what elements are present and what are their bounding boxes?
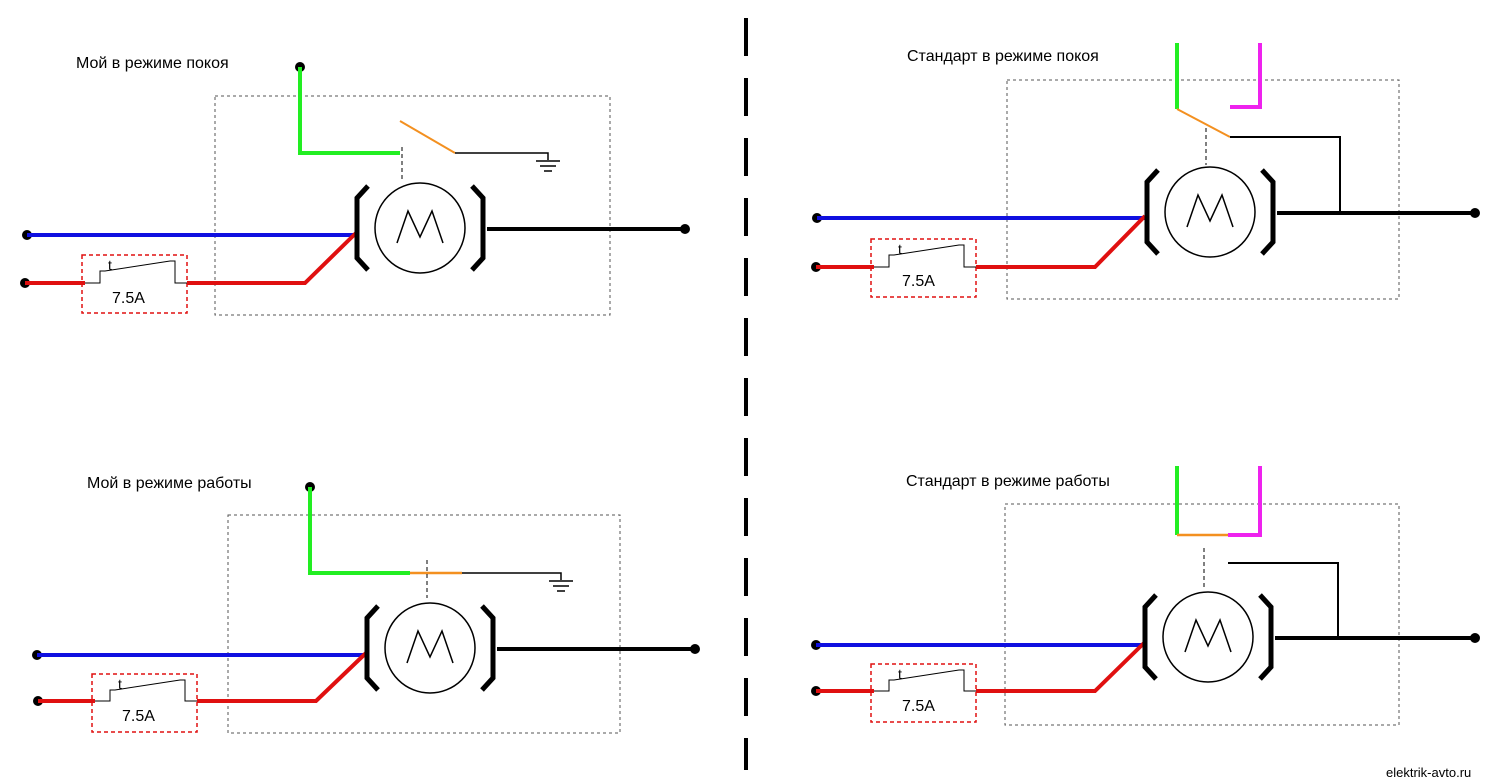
fuse-rating: 7.5A [122, 708, 155, 725]
fuse-t-label: t [898, 241, 902, 257]
motor-icon [364, 602, 496, 694]
terminal-dot [1470, 208, 1480, 218]
fuse-t-label: t [898, 666, 902, 682]
module-box [1004, 503, 1400, 726]
panel-title: Стандарт в режиме работы [906, 473, 1110, 490]
panel-my-work: Мой в режиме работы t 7.5A [32, 475, 700, 734]
green-wire [298, 67, 400, 155]
panel-title: Мой в режиме покоя [76, 55, 229, 72]
switch-contact [399, 120, 456, 154]
red-wire [976, 641, 1146, 693]
red-wire [197, 651, 368, 703]
motor-icon [1142, 591, 1274, 683]
magenta-wire [1230, 43, 1262, 109]
module-box [1006, 79, 1400, 300]
fuse-element [85, 260, 187, 284]
motor-icon [1144, 166, 1276, 258]
fuse-element [874, 244, 976, 268]
green-wire [308, 487, 410, 575]
panel-title: Стандарт в режиме покоя [907, 48, 1099, 65]
ground-icon [536, 160, 560, 172]
red-wire [976, 214, 1147, 269]
ground-icon [549, 580, 573, 592]
magenta-wire [1228, 466, 1262, 537]
fuse-t-label: t [118, 676, 122, 692]
fuse-element [95, 679, 197, 702]
panel-my-idle: Мой в режиме покоя t 7.5A [20, 55, 690, 316]
terminal-dot [680, 224, 690, 234]
fuse-rating: 7.5A [112, 290, 145, 307]
switch-contact [1176, 108, 1231, 138]
terminal-dot [690, 644, 700, 654]
black-wire [1230, 136, 1341, 213]
motor-icon [354, 182, 486, 274]
module-box [227, 514, 621, 734]
fuse-element [874, 669, 976, 692]
fuse-t-label: t [108, 257, 112, 273]
ground-wire [455, 152, 549, 160]
red-wire [187, 231, 358, 285]
module-box [214, 95, 611, 316]
terminal-dot [1470, 633, 1480, 643]
watermark: elektrik-avto.ru [1386, 765, 1471, 780]
black-wire [1228, 562, 1339, 637]
ground-wire [462, 572, 562, 580]
panel-std-idle: Стандарт в режиме покоя t 7.5A [811, 43, 1480, 300]
panel-title: Мой в режиме работы [87, 475, 252, 492]
fuse-rating: 7.5A [902, 273, 935, 290]
panel-std-work: Стандарт в режиме работы t 7.5A [811, 466, 1480, 726]
fuse-rating: 7.5A [902, 698, 935, 715]
